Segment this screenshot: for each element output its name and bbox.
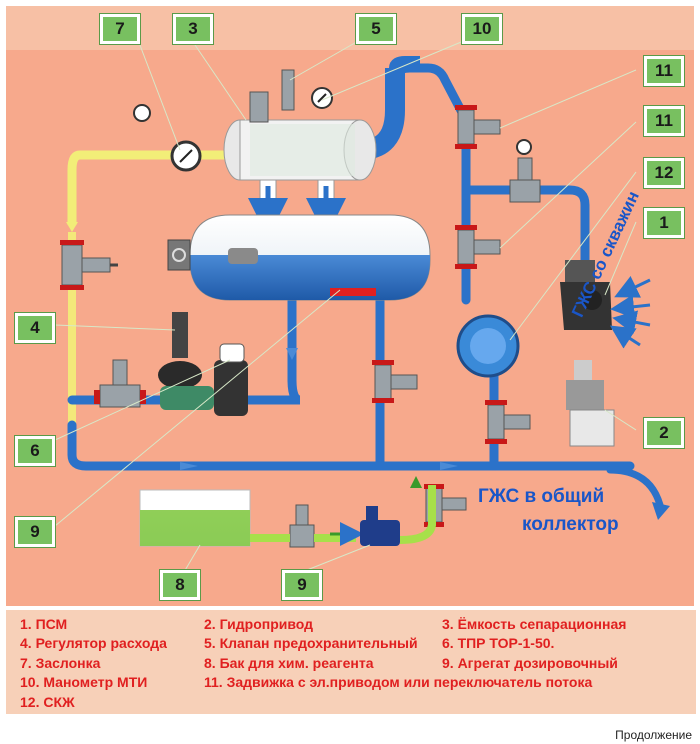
legend-item: 10. Манометр МТИ (20, 674, 148, 690)
manometer-gauges (133, 87, 532, 172)
horizontal-vessel (167, 214, 431, 301)
label-gzs-collector-1: ГЖС в общий (478, 486, 605, 507)
callout-8: 8 (159, 569, 201, 601)
legend: 1. ПСМ 2. Гидропривод 3. Ёмкость сепарац… (6, 610, 696, 714)
inflow-arrows (609, 275, 651, 349)
callout-12: 12 (643, 157, 685, 189)
hydraulic-drive (566, 360, 615, 447)
label-gzs-collector-2: коллектор (522, 514, 619, 535)
legend-item: 3. Ёмкость сепарационная (442, 616, 627, 632)
legend-item: 1. ПСМ (20, 616, 68, 632)
callout-4: 4 (14, 312, 56, 344)
tpr-meter (214, 343, 248, 416)
legend-item: 4. Регулятор расхода (20, 635, 167, 651)
legend-item: 9. Агрегат дозировочный (442, 655, 618, 671)
callout-11a: 11 (643, 55, 685, 87)
legend-item: 6. ТПР ТОР-1-50. (442, 635, 555, 651)
schema-diagram (6, 6, 694, 606)
separation-vessel (223, 119, 377, 238)
psm-device (560, 260, 612, 330)
yellow-pipe (67, 150, 236, 225)
callout-6: 6 (14, 435, 56, 467)
callout-9a: 9 (14, 516, 56, 548)
footer-continuation: Продолжение (615, 728, 692, 742)
legend-item: 2. Гидропривод (204, 616, 314, 632)
legend-item: 7. Заслонка (20, 655, 101, 671)
callout-9b: 9 (281, 569, 323, 601)
callout-3: 3 (172, 13, 214, 45)
blue-pipes (67, 63, 664, 509)
legend-item: 12. СКЖ (20, 694, 75, 710)
dosing-pump (360, 506, 400, 546)
collector-arrow (652, 502, 670, 520)
callout-1: 1 (643, 207, 685, 239)
callout-7: 7 (99, 13, 141, 45)
callout-11b: 11 (643, 105, 685, 137)
legend-item: 11. Задвижка с эл.приводом или переключа… (204, 674, 593, 690)
skzh-device (456, 314, 520, 378)
callout-2: 2 (643, 417, 685, 449)
callout-10: 10 (461, 13, 503, 45)
reagent-tank (139, 489, 251, 547)
legend-item: 5. Клапан предохранительный (204, 635, 418, 651)
callout-5: 5 (355, 13, 397, 45)
flow-regulator (158, 312, 214, 410)
legend-item: 8. Бак для хим. реагента (204, 655, 374, 671)
